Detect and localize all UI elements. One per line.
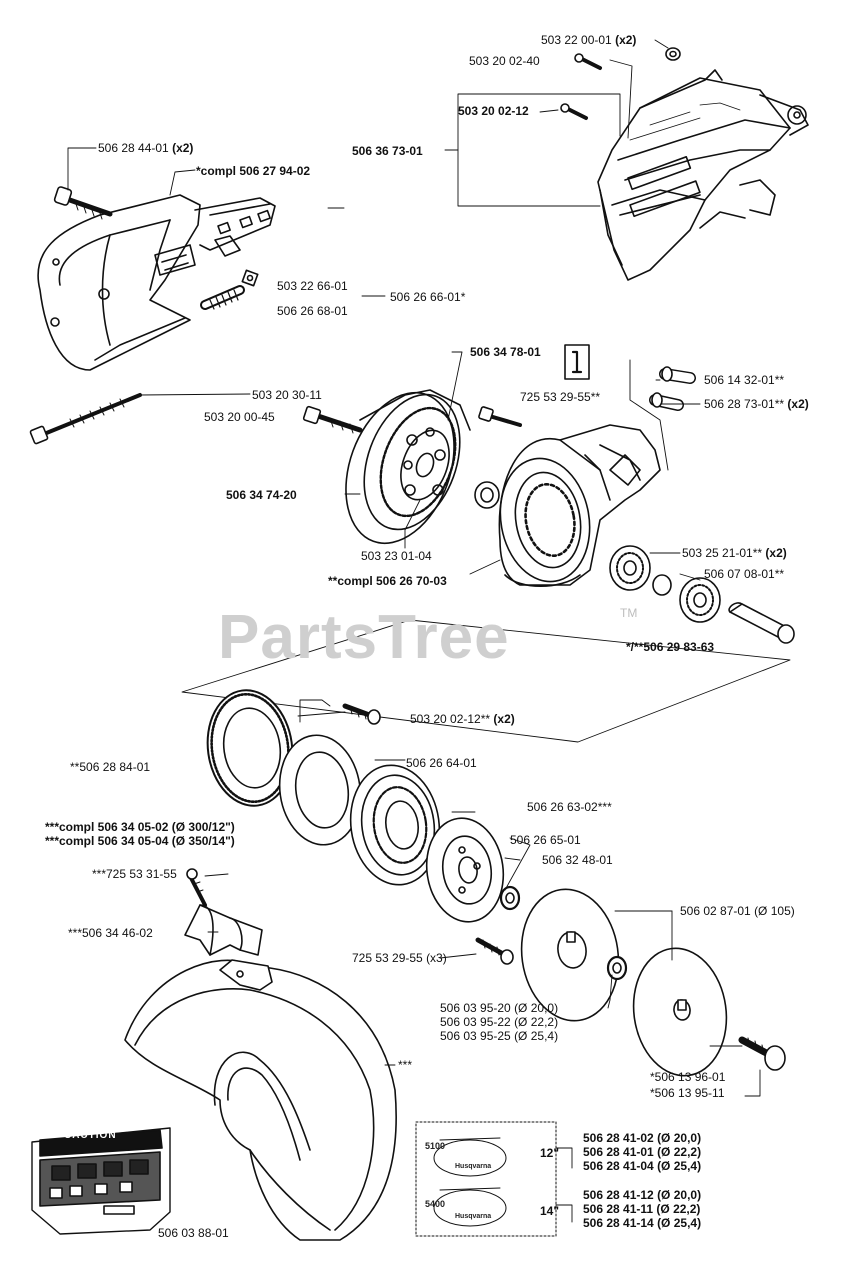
part-506-02-87-01[interactable]: 506 02 87-01 (Ø 105): [680, 904, 795, 918]
blade-ring-drawing: [206, 689, 294, 807]
small-bearing-drawing: [499, 885, 521, 911]
part-506-32-48-01[interactable]: 506 32 48-01: [542, 853, 613, 867]
guard-screw-drawing: [186, 868, 207, 907]
caution-decal-title: CAUTION: [64, 1130, 117, 1141]
part-506-13-96-01[interactable]: *506 13 96-01: [650, 1070, 726, 1084]
inner-washer-drawing: [520, 888, 620, 1022]
part-503-20-02-12[interactable]: 503 20 02-12: [458, 104, 529, 118]
chain-guard-cover-drawing: [37, 194, 276, 371]
part-506-07-08-01[interactable]: 506 07 08-01**: [704, 567, 785, 581]
part-506-28-84-01[interactable]: **506 28 84-01: [70, 760, 151, 774]
compl-506-27-94-02[interactable]: *compl 506 27 94-02: [196, 164, 311, 178]
part-503-22-00-01[interactable]: 503 22 00-01 (x2): [541, 33, 637, 47]
part-725-53-31-55[interactable]: ***725 53 31-55: [92, 867, 177, 881]
model-decal-box: [415, 1121, 573, 1237]
outer-washer-drawing: [632, 947, 728, 1077]
bushing-drawing: [606, 955, 628, 981]
arm-bracket-drawing: [597, 69, 809, 281]
part-503-20-30-11[interactable]: 503 20 30-11: [252, 388, 322, 402]
caution-decal-drawing: [31, 1127, 171, 1235]
leader-lines-top: [444, 39, 669, 207]
manual-icon: [564, 344, 590, 380]
part-506-28-73-01[interactable]: 506 28 73-01** (x2): [704, 397, 809, 411]
part-506-29-83-63[interactable]: */**506 29 83-63: [626, 640, 715, 654]
watermark: PartsTree: [218, 603, 510, 672]
part-506-26-64-01[interactable]: 506 26 64-01: [406, 756, 477, 770]
blade-bolt-drawing: [738, 1036, 786, 1071]
part-506-03-95-25[interactable]: 506 03 95-25 (Ø 25,4): [440, 1029, 559, 1043]
decal-parts-14-list: 506 28 41-12 (Ø 20,0) 506 28 41-11 (Ø 22…: [583, 1188, 701, 1230]
part-506-26-66-01[interactable]: 506 26 66-01*: [390, 290, 466, 304]
compl-blade-assembly-list: ***compl 506 34 05-02 (Ø 300/12") ***com…: [45, 820, 235, 848]
tensioner-spring-drawing: [200, 269, 259, 310]
part-506-28-41-04[interactable]: 506 28 41-04 (Ø 25,4): [583, 1159, 702, 1173]
part-506-28-41-01[interactable]: 506 28 41-01 (Ø 22,2): [583, 1145, 702, 1159]
part-506-03-88-01[interactable]: 506 03 88-01: [158, 1226, 229, 1240]
part-506-13-95-11[interactable]: *506 13 95-11: [650, 1086, 725, 1100]
axle-drawing: [728, 602, 795, 644]
model-5400-label: 5400: [425, 1199, 446, 1209]
long-bolt-drawing: [29, 393, 142, 445]
assembly-frame: [181, 619, 791, 743]
part-506-26-68-01[interactable]: 506 26 68-01: [277, 304, 348, 318]
part-506-34-78-01[interactable]: 506 34 78-01: [470, 345, 541, 359]
decal-brand-12: Husqvarna: [455, 1163, 492, 1170]
ring-bolt-drawing: [342, 703, 381, 725]
part-506-28-41-12[interactable]: 506 28 41-12 (Ø 20,0): [583, 1188, 702, 1202]
part-506-26-65-01[interactable]: 506 26 65-01: [510, 833, 581, 847]
part-503-23-01-04[interactable]: 503 23 01-04: [361, 549, 432, 563]
part-506-14-32-01[interactable]: 506 14 32-01**: [704, 373, 785, 387]
compl-506-34-05-02[interactable]: ***compl 506 34 05-02 (Ø 300/12"): [45, 820, 235, 834]
guard-assembly-marker[interactable]: ***: [398, 1058, 413, 1072]
flange-bolt-drawing: [475, 937, 514, 965]
part-506-03-95-20[interactable]: 506 03 95-20 (Ø 20,0): [440, 1001, 559, 1015]
washer-drawing: [474, 481, 500, 509]
part-725-53-29-55-b[interactable]: 725 53 29-55 (x3): [352, 951, 447, 965]
part-503-20-02-40[interactable]: 503 20 02-40: [469, 54, 540, 68]
pulley-drawing: [349, 764, 441, 886]
decal-parts-12-list: 506 28 41-02 (Ø 20,0) 506 28 41-01 (Ø 22…: [583, 1131, 701, 1173]
compl-506-34-05-04[interactable]: ***compl 506 34 05-04 (Ø 350/14"): [45, 834, 235, 848]
part-506-36-73-01[interactable]: 506 36 73-01: [352, 144, 423, 158]
cover-screw-drawing: [53, 186, 113, 220]
center-bolt-drawing: [302, 405, 522, 434]
leader-lines-bottom: [204, 699, 761, 1097]
hub-bushing-list: 506 03 95-20 (Ø 20,0) 506 03 95-22 (Ø 22…: [440, 1001, 558, 1043]
part-506-28-41-11[interactable]: 506 28 41-11 (Ø 22,2): [583, 1202, 701, 1216]
bearings-drawing: [609, 545, 721, 623]
decal-brand-14: Husqvarna: [455, 1213, 492, 1220]
decal-size-14: 14": [540, 1204, 560, 1218]
part-503-25-21-01[interactable]: 503 25 21-01** (x2): [682, 546, 787, 560]
leader-lines-left: [67, 147, 386, 396]
part-506-26-63-02[interactable]: 506 26 63-02***: [527, 800, 612, 814]
part-506-28-44-01[interactable]: 506 28 44-01 (x2): [98, 141, 194, 155]
part-725-53-29-55-a[interactable]: 725 53 29-55**: [520, 390, 601, 404]
part-506-34-74-20[interactable]: 506 34 74-20: [226, 488, 297, 502]
part-503-20-00-45[interactable]: 503 20 00-45: [204, 410, 275, 424]
watermark-trademark: TM: [620, 606, 638, 620]
part-503-22-66-01[interactable]: 503 22 66-01: [277, 279, 348, 293]
part-506-03-95-22[interactable]: 506 03 95-22 (Ø 22,2): [440, 1015, 559, 1029]
top-fasteners-drawing: [560, 47, 681, 120]
belt-guard-housing-drawing: [498, 424, 661, 588]
compl-506-26-70-03[interactable]: **compl 506 26 70-03: [328, 574, 447, 588]
guard-clamp-drawing: [184, 904, 263, 956]
spacer-bushings-drawing: [649, 366, 696, 411]
clutch-drum-drawing: [345, 389, 471, 545]
blade-guard-drawing: [124, 959, 397, 1241]
model-5100-label: 5100: [425, 1141, 446, 1151]
part-503-20-02-12-b[interactable]: 503 20 02-12** (x2): [410, 712, 515, 726]
part-506-34-46-02[interactable]: ***506 34 46-02: [68, 926, 153, 940]
part-506-28-41-02[interactable]: 506 28 41-02 (Ø 20,0): [583, 1131, 702, 1145]
drive-flange-drawing: [425, 817, 505, 923]
part-506-28-41-14[interactable]: 506 28 41-14 (Ø 25,4): [583, 1216, 702, 1230]
decal-size-12: 12": [540, 1146, 560, 1160]
leader-lines-mid: [344, 351, 701, 581]
